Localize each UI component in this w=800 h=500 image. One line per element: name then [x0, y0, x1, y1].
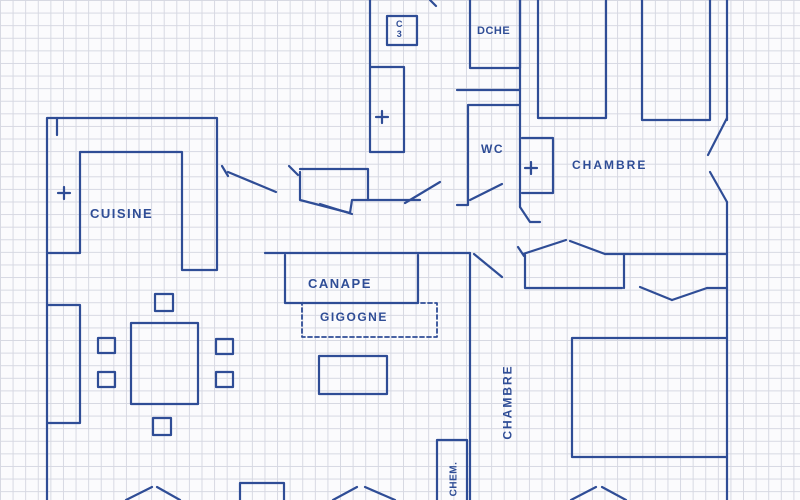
- room-label-douche: DCHE: [477, 25, 511, 37]
- corridor-closet-wall: [298, 167, 370, 215]
- dining-table: [129, 321, 200, 406]
- top-wall-tick: [428, 0, 438, 8]
- chair-right-1: [214, 337, 235, 356]
- coffee-table: [317, 354, 389, 396]
- room-label-chem: CHEM.: [448, 461, 460, 497]
- living-door-leaf: [472, 252, 504, 279]
- room-label-cuisine: CUISINE: [90, 206, 154, 221]
- bottom-window-box: [238, 481, 286, 500]
- bedroom-closet: [520, 136, 555, 195]
- bedroom-door-jamb: [518, 205, 542, 224]
- room-label-gigogne: GIGOGNE: [320, 310, 388, 324]
- sideboard: [45, 303, 82, 425]
- hall-door-leaf-2: [568, 239, 607, 256]
- corridor-closet-door: [318, 202, 354, 216]
- window-leaf-bottom: [708, 170, 729, 204]
- room-label-canape: CANAPE: [308, 276, 372, 291]
- bottom-window-2b: [363, 485, 397, 500]
- bed-right: [640, 0, 712, 122]
- fireplace: [435, 438, 469, 500]
- bedroom-closet-outline: [523, 253, 624, 290]
- room-label-chambre-bottom: CHAMBRE: [500, 364, 515, 440]
- bottom-window-1a: [124, 485, 154, 500]
- chair-bottom: [151, 416, 173, 437]
- kitchen-door-stop: [220, 164, 230, 178]
- west-exterior-wall: [45, 116, 219, 500]
- window-leaf-top: [706, 116, 729, 157]
- room-label-wc: WC: [481, 142, 504, 156]
- bottom-window-2a: [331, 485, 359, 500]
- entry-door-stop: [287, 164, 300, 177]
- corridor-door-leaf: [403, 180, 442, 205]
- kitchen-door-leaf: [226, 170, 278, 194]
- room-label-chambre-top: CHAMBRE: [572, 158, 648, 172]
- double-bed: [570, 336, 729, 459]
- closet-door-leaf-2: [670, 286, 709, 302]
- trundle-bed: [301, 302, 438, 338]
- chair-left-2: [96, 370, 117, 389]
- chair-top: [153, 292, 175, 313]
- bed-left: [536, 0, 608, 120]
- bathroom-door-leaf: [468, 182, 504, 202]
- bottom-window-1b: [155, 485, 182, 500]
- bottom-window-3a: [569, 485, 598, 500]
- chair-left-1: [96, 336, 117, 355]
- bathroom-wall: [455, 103, 522, 207]
- bottom-window-3b: [600, 485, 628, 500]
- tall-cabinet: [368, 0, 406, 154]
- wall-box-label: C 3: [396, 19, 403, 39]
- wall-box: [385, 14, 419, 47]
- hall-door-leaf: [521, 238, 568, 256]
- closet-door-leaf-1: [638, 285, 674, 302]
- chair-right-2: [214, 370, 235, 389]
